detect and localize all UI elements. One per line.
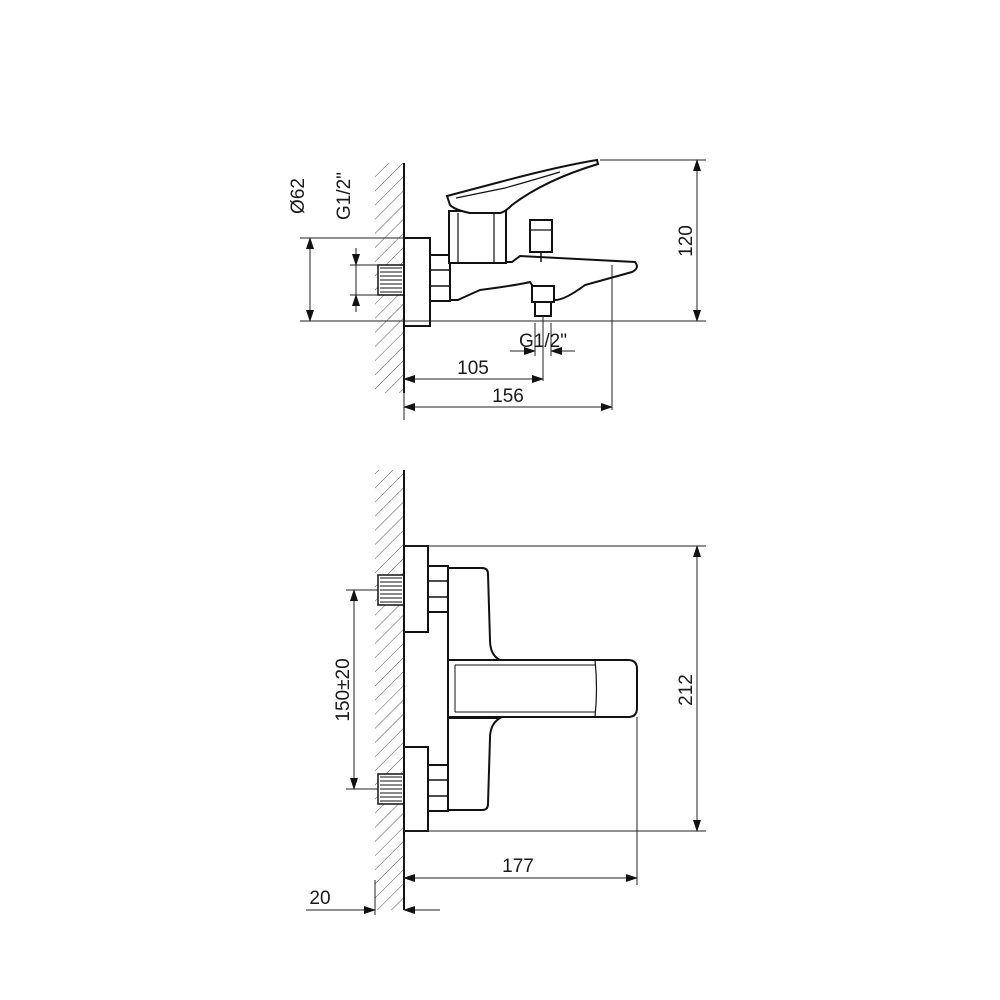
dim-height-plan: 212	[676, 674, 697, 706]
dim-outlet-thread: G1/2"	[519, 331, 567, 352]
dim-flange-diameter: Ø62	[288, 178, 309, 214]
inlet-thread-side	[377, 264, 405, 296]
plan-view: 150±20 212 177 20	[306, 470, 706, 915]
side-view: Ø62 G1/2" G1/2" 105 156 120	[288, 158, 706, 420]
mixer-body-plan	[447, 567, 638, 811]
wall-flange-side	[403, 237, 431, 327]
dim-height-side: 120	[676, 225, 697, 257]
dim-outlet-distance: 105	[457, 358, 489, 379]
dim-depth-plan: 177	[502, 856, 534, 877]
inlet-thread-upper	[377, 574, 405, 606]
mixer-body-side	[445, 158, 638, 317]
dim-inlet-spacing: 150±20	[333, 658, 354, 721]
inlet-thread-lower	[377, 773, 405, 805]
dim-wall-offset: 20	[309, 888, 330, 909]
nut-upper	[427, 565, 449, 613]
dim-inlet-thread: G1/2"	[334, 172, 355, 220]
dim-depth-side: 156	[492, 386, 524, 407]
nut-side	[429, 254, 451, 302]
flange-upper	[403, 545, 429, 633]
flange-lower	[403, 746, 429, 832]
nut-lower	[427, 764, 449, 812]
wall-hatch-bottom	[375, 470, 404, 910]
